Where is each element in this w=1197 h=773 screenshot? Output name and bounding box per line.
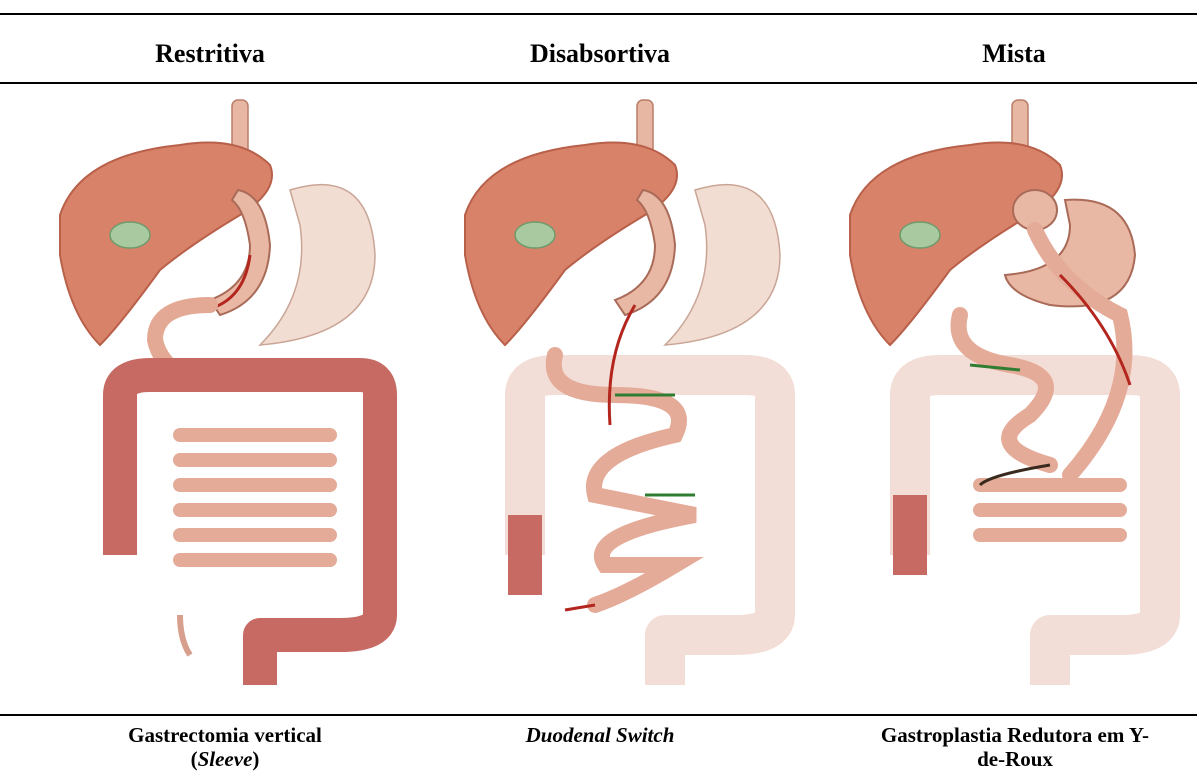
header-rule bbox=[0, 82, 1197, 84]
figure-sleeve bbox=[40, 95, 400, 695]
caption-roux-line1: Gastroplastia Redutora em Y- bbox=[881, 723, 1149, 747]
duodenal-switch-illustration bbox=[445, 95, 805, 695]
header-disabsortiva: Disabsortiva bbox=[450, 38, 750, 70]
caption-duodenal-switch: Duodenal Switch bbox=[430, 723, 770, 747]
roux-en-y-illustration bbox=[830, 95, 1190, 695]
caption-sleeve: Gastrectomia vertical (Sleeve) bbox=[55, 723, 395, 771]
header-restritiva: Restritiva bbox=[60, 38, 360, 70]
caption-duodenal-switch-italic: Duodenal Switch bbox=[526, 723, 675, 747]
figure-roux-en-y bbox=[830, 95, 1190, 695]
caption-sleeve-main: Gastrectomia vertical bbox=[128, 723, 322, 747]
caption-sleeve-paren-open: ( bbox=[191, 747, 198, 771]
caption-sleeve-paren-close: ) bbox=[252, 747, 259, 771]
header-mista: Mista bbox=[864, 38, 1164, 70]
top-rule bbox=[0, 13, 1197, 15]
figure-duodenal-switch bbox=[445, 95, 805, 695]
caption-roux-line2: de-Roux bbox=[977, 747, 1053, 771]
caption-sleeve-italic: Sleeve bbox=[198, 747, 253, 771]
caption-rule bbox=[0, 714, 1197, 716]
caption-roux-en-y: Gastroplastia Redutora em Y- de-Roux bbox=[845, 723, 1185, 771]
sleeve-illustration bbox=[40, 95, 400, 695]
